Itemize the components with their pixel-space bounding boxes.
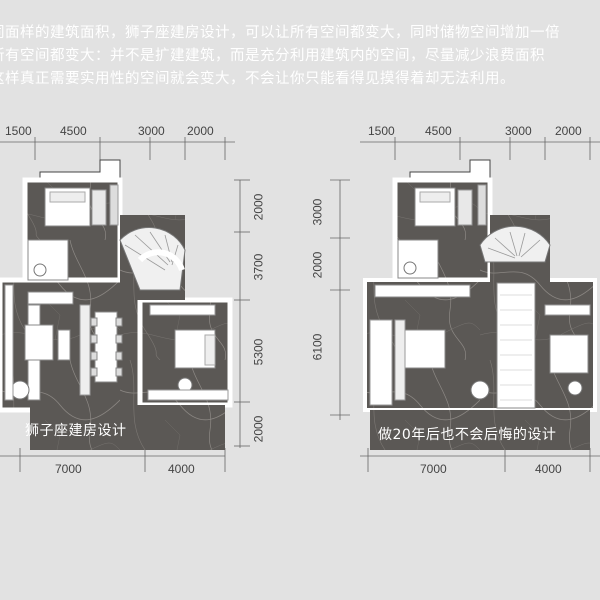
right-left-dim-3: 6100 <box>310 333 325 361</box>
left-right-dim-2: 3700 <box>251 253 266 281</box>
right-left-dim-1: 3000 <box>310 198 325 226</box>
right-top-dim-3: 3000 <box>505 124 532 138</box>
left-top-dim-4: 2000 <box>187 124 214 138</box>
right-bottom-dim-1: 7000 <box>420 462 447 476</box>
right-top-dim-4: 2000 <box>555 124 582 138</box>
intro-text: 同面样的建筑面积，狮子座建房设计，可以让所有空间都变大，同时储物空间增加一倍 所… <box>0 22 600 91</box>
right-top-dim-1: 1500 <box>368 124 395 138</box>
right-plan-caption: 做20年后也不会后悔的设计 <box>378 427 557 443</box>
right-bottom-dim-2: 4000 <box>535 462 562 476</box>
right-top-dim-2: 4500 <box>425 124 452 138</box>
left-plan-caption: 狮子座建房设计 <box>25 423 127 439</box>
left-right-dim-3: 5300 <box>251 338 266 366</box>
left-bottom-dim-2: 4000 <box>168 462 195 476</box>
left-top-dim-2: 4500 <box>60 124 87 138</box>
left-right-dim-4: 2000 <box>251 415 266 443</box>
right-left-dim-2: 2000 <box>310 251 325 279</box>
left-right-dim-1: 2000 <box>251 193 266 221</box>
left-plan <box>0 137 250 472</box>
right-plan <box>330 137 600 472</box>
left-top-dim-1: 1500 <box>5 124 32 138</box>
intro-line-1: 同面样的建筑面积，狮子座建房设计，可以让所有空间都变大，同时储物空间增加一倍 <box>0 25 560 41</box>
intro-line-3: 这样真正需要实用性的空间就会变大，不会让你只能看得见摸得着却无法利用。 <box>0 71 515 87</box>
left-bottom-dim-1: 7000 <box>55 462 82 476</box>
intro-line-2: 所有空间都变大：并不是扩建建筑，而是充分利用建筑内的空间，尽量减少浪费面积 <box>0 48 545 64</box>
left-top-dim-3: 3000 <box>138 124 165 138</box>
